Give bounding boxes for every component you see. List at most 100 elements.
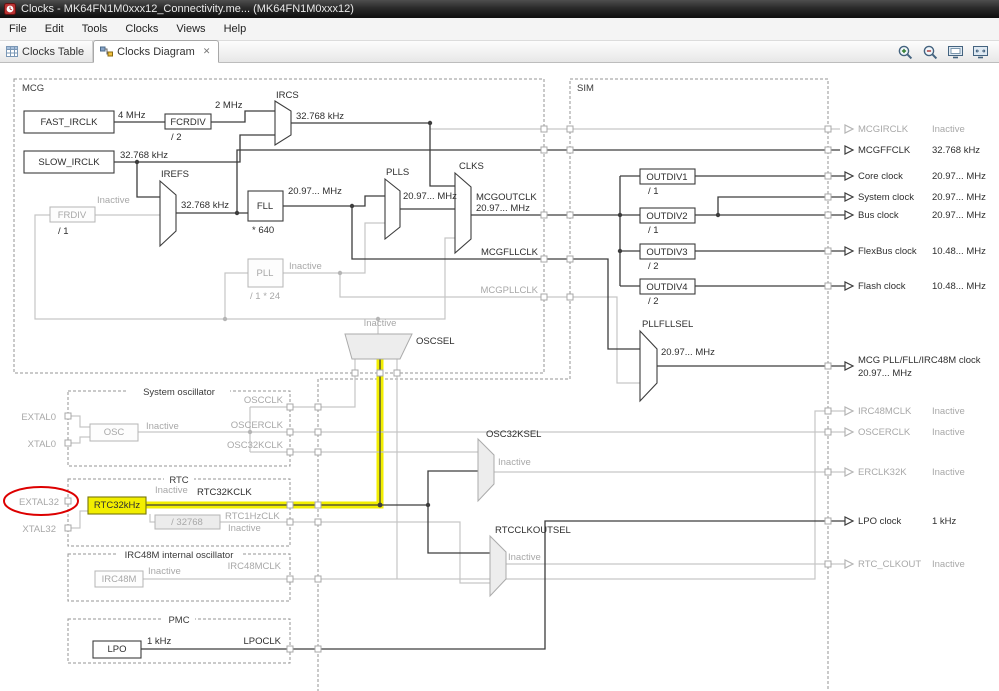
port <box>824 125 832 133</box>
pll-block[interactable]: PLL <box>247 258 284 288</box>
tab-clocks-table[interactable]: Clocks Table <box>0 41 94 62</box>
pmc-group-label: PMC <box>168 615 189 626</box>
menu-edit[interactable]: Edit <box>44 23 64 35</box>
outdiv2-block[interactable]: OUTDIV2 <box>639 207 696 224</box>
rtc32khz-status: Inactive <box>155 485 188 496</box>
clks-mux[interactable] <box>454 171 472 255</box>
port <box>314 645 322 653</box>
fit-to-screen-button[interactable] <box>944 42 966 62</box>
output-arrow-icon <box>844 246 855 256</box>
fcrdiv-block[interactable]: FCRDIV <box>164 113 212 130</box>
osc32ksel-status: Inactive <box>498 457 531 468</box>
output-value: 1 kHz <box>932 516 957 527</box>
port <box>314 518 322 526</box>
menu-help[interactable]: Help <box>223 23 247 35</box>
irc48m-block[interactable]: IRC48M <box>94 570 144 588</box>
pll-label: PLL <box>257 268 274 279</box>
mcg-group-border <box>13 78 545 374</box>
irefs-mux[interactable] <box>159 179 177 248</box>
clocks-diagram: FAST_IRCLK SLOW_IRCLK FCRDIV FRDIV FLL P… <box>3 78 986 691</box>
port <box>64 524 72 532</box>
pllfllsel-mux[interactable] <box>639 329 658 403</box>
rtc1hzclk-signal: RTC1HzCLK <box>225 511 280 522</box>
outdiv2-label: OUTDIV2 <box>646 211 687 222</box>
zoom-out-button[interactable] <box>919 42 941 62</box>
actual-size-button[interactable] <box>969 42 991 62</box>
output-erclk32k: ERCLK32K Inactive <box>844 467 965 478</box>
diagram-toolbar <box>894 42 991 62</box>
pin-xtal32: XTAL32 <box>22 524 56 535</box>
wire-mcgirclk <box>429 123 840 130</box>
osc32ksel-mux[interactable] <box>477 437 495 503</box>
output-arrow-icon <box>844 406 855 416</box>
irc48m-group-label: IRC48M internal oscillator <box>125 550 234 561</box>
pllfllsel-mux-label: PLLFLLSEL <box>642 319 693 330</box>
slow-irclk-block[interactable]: SLOW_IRCLK <box>23 150 115 174</box>
port <box>314 501 322 509</box>
wire-slowirc-to-irefs <box>136 162 160 198</box>
port <box>566 146 574 154</box>
zoom-in-button[interactable] <box>894 42 916 62</box>
frdiv-block[interactable]: FRDIV <box>49 206 96 223</box>
output-label: IRC48MCLK <box>858 406 912 417</box>
plls-mux[interactable] <box>384 177 401 241</box>
slow-irclk-freq: 32.768 kHz <box>120 150 168 161</box>
osc-block[interactable]: OSC <box>89 423 139 442</box>
outdiv3-block[interactable]: OUTDIV3 <box>639 243 696 260</box>
lpo-block[interactable]: LPO <box>92 640 142 659</box>
port <box>540 255 548 263</box>
table-icon <box>6 46 18 57</box>
tab-clocks-diagram[interactable]: Clocks Diagram ✕ <box>93 40 220 63</box>
label-bg <box>164 474 194 485</box>
tab-clocks-table-label: Clocks Table <box>22 45 85 58</box>
rtc-group-label: RTC <box>169 475 188 486</box>
menu-file[interactable]: File <box>9 23 27 35</box>
ircs-freq: 32.768 kHz <box>296 111 344 122</box>
port <box>286 448 294 456</box>
menu-tools[interactable]: Tools <box>81 23 108 35</box>
plls-mux-label: PLLS <box>386 167 409 178</box>
rtcclkoutsel-mux[interactable] <box>489 534 507 598</box>
outdiv4-block[interactable]: OUTDIV4 <box>639 278 696 295</box>
port <box>824 172 832 180</box>
output-arrow-icon <box>844 171 855 181</box>
port <box>824 560 832 568</box>
frdiv-status: Inactive <box>97 195 130 206</box>
port <box>540 146 548 154</box>
tab-close-icon[interactable]: ✕ <box>202 46 211 56</box>
irefs-mux-label: IREFS <box>161 169 189 180</box>
output-value: Inactive <box>932 124 965 135</box>
output-label: RTC_CLKOUT <box>858 559 921 570</box>
menu-clocks[interactable]: Clocks <box>125 23 159 35</box>
fast-irclk-block[interactable]: FAST_IRCLK <box>23 110 115 134</box>
outdiv3-label: OUTDIV3 <box>646 247 687 258</box>
output-mcg-pll-fll-irc48m-clock: MCG PLL/FLL/IRC48M clock 20.97... MHz <box>844 355 981 379</box>
port <box>824 282 832 290</box>
output-label: Flash clock <box>858 281 906 292</box>
oscsel-mux[interactable] <box>344 333 413 360</box>
port <box>824 211 832 219</box>
port <box>540 211 548 219</box>
port <box>376 369 384 377</box>
rtc32khz-block[interactable]: RTC32kHz <box>87 496 147 515</box>
wire-to-pll <box>224 272 248 319</box>
outdiv4-divider: / 2 <box>648 296 659 307</box>
wire-rtc32k-branches <box>380 470 490 554</box>
clocks-diagram-canvas: FAST_IRCLK SLOW_IRCLK FCRDIV FRDIV FLL P… <box>0 63 999 691</box>
rtc-divider-block[interactable]: / 32768 <box>154 514 221 530</box>
port <box>824 146 832 154</box>
output-value: 32.768 kHz <box>932 145 980 156</box>
outdiv3-divider: / 2 <box>648 261 659 272</box>
output-mcgirclk: MCGIRCLK Inactive <box>844 124 965 135</box>
port <box>351 369 359 377</box>
output-value: 20.97... MHz <box>858 368 912 379</box>
port <box>64 497 72 505</box>
lpo-freq: 1 kHz <box>147 636 172 647</box>
ircs-mux[interactable] <box>274 100 292 146</box>
outdiv1-block[interactable]: OUTDIV1 <box>639 168 696 185</box>
fll-block[interactable]: FLL <box>247 190 284 222</box>
lpo-label: LPO <box>107 644 126 655</box>
tab-clocks-diagram-label: Clocks Diagram <box>117 45 195 58</box>
menu-views[interactable]: Views <box>176 23 206 35</box>
port <box>314 403 322 411</box>
